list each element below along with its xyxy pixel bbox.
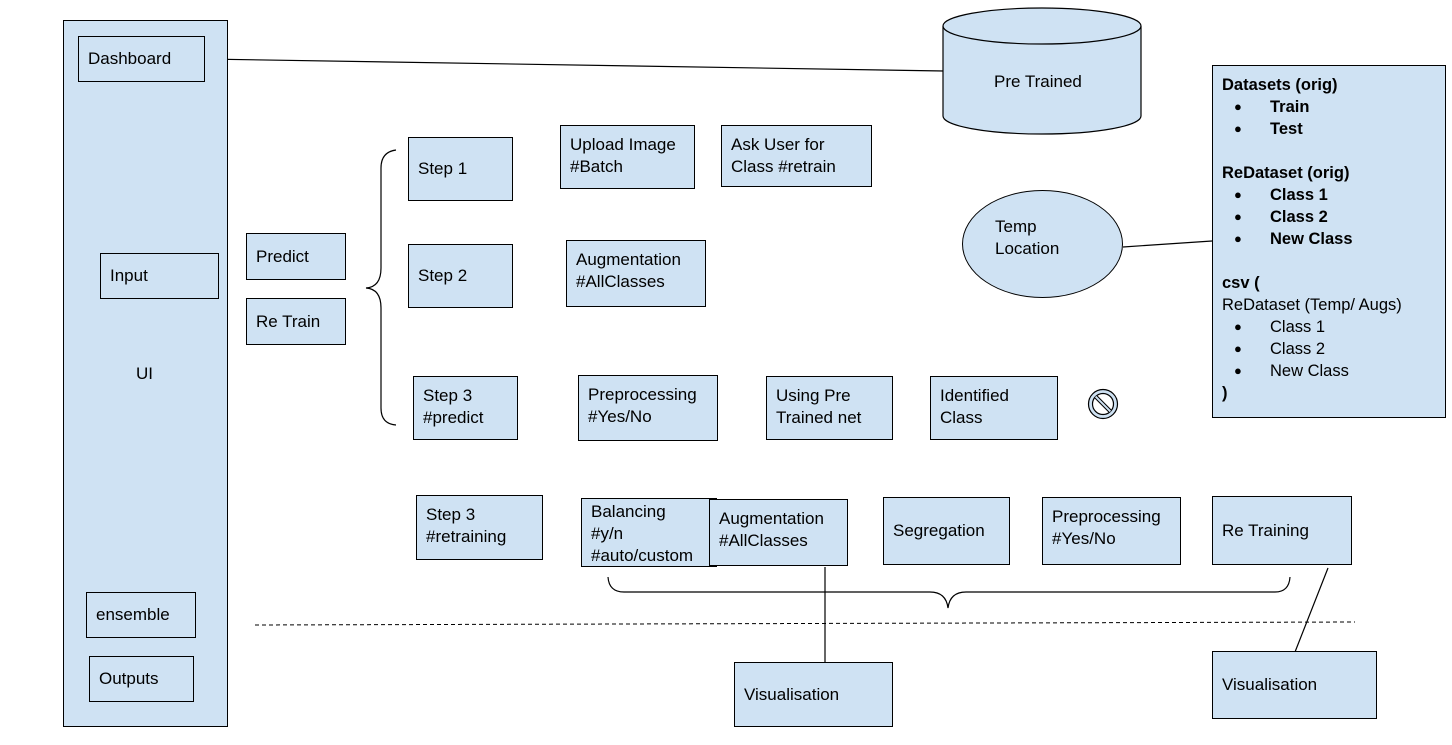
temp-location-line1: Temp (995, 217, 1037, 236)
retrain-preprocessing-box[interactable]: Preprocessing #Yes/No (1042, 497, 1181, 565)
outputs-label: Outputs (99, 669, 159, 688)
predict-label: Predict (256, 246, 309, 266)
csv-open: csv ( (1222, 274, 1260, 292)
datasets-item-test: Test (1222, 118, 1436, 140)
steps-brace (365, 149, 397, 426)
redataset-item-class2: Class 2 (1222, 206, 1436, 228)
balancing-box[interactable]: Balancing #y/n #auto/custom (581, 498, 717, 567)
retrain-preprocessing-line2: #Yes/No (1052, 529, 1116, 548)
retrain-label: Re Train (256, 311, 321, 331)
redataset-title: ReDataset (orig) (1222, 164, 1350, 182)
pretrained-database-cylinder (942, 7, 1142, 135)
csv-list: Class 1 Class 2 New Class (1222, 316, 1436, 382)
step3-predict-line1: Step 3 (423, 386, 473, 405)
upload-image-line2: #Batch (570, 157, 623, 176)
upload-image-line1: Upload Image (570, 135, 676, 154)
segregation-label: Segregation (893, 521, 985, 540)
step2-augmentation-line1: Augmentation (576, 250, 681, 269)
ensemble-box[interactable]: ensemble (86, 592, 196, 638)
input-label: Input (110, 266, 148, 285)
upload-image-box[interactable]: Upload Image #Batch (560, 125, 695, 189)
ask-user-line1: Ask User for (731, 135, 825, 154)
dashboard-label: Dashboard (88, 49, 172, 68)
datasets-panel: Datasets (orig) Train Test ReDataset (or… (1212, 65, 1446, 418)
ask-user-line2: Class #retrain (731, 157, 836, 176)
visualisation-left-box[interactable]: Visualisation (734, 662, 893, 727)
step2-augmentation-box[interactable]: Augmentation #AllClasses (566, 240, 706, 307)
retraining-to-visualisation-line (1294, 567, 1329, 653)
retrain-augmentation-line2: #AllClasses (719, 531, 808, 550)
using-pretrained-line1: Using Pre (776, 386, 851, 405)
dashboard-box[interactable]: Dashboard (78, 36, 205, 82)
visualisation-right-box[interactable]: Visualisation (1212, 651, 1377, 719)
redataset-item-class1: Class 1 (1222, 184, 1436, 206)
csv-subtitle: ReDataset (Temp/ Augs) (1222, 296, 1402, 314)
identified-class-line2: Class (940, 408, 983, 427)
step3-retraining-line2: #retraining (426, 527, 507, 546)
temp-location-line2: Location (995, 239, 1060, 258)
predict-preprocessing-line2: #Yes/No (588, 407, 652, 426)
csv-item-newclass: New Class (1222, 360, 1436, 382)
outputs-box[interactable]: Outputs (89, 656, 194, 702)
balancing-line2: #y/n (591, 524, 624, 543)
visualisation-right-label: Visualisation (1222, 675, 1318, 694)
dashboard-to-pretrained-line (203, 58, 945, 72)
visualisation-left-label: Visualisation (744, 684, 840, 704)
using-pretrained-box[interactable]: Using Pre Trained net (766, 376, 893, 440)
step3-retraining-box[interactable]: Step 3 #retraining (416, 495, 543, 560)
retrain-augmentation-box[interactable]: Augmentation #AllClasses (709, 499, 848, 566)
step3-predict-box[interactable]: Step 3 #predict (413, 376, 518, 440)
retraining-label: Re Training (1222, 520, 1309, 540)
retraining-box[interactable]: Re Training (1212, 496, 1352, 565)
redataset-list: Class 1 Class 2 New Class (1222, 184, 1436, 250)
identified-class-line1: Identified (940, 386, 1009, 405)
csv-item-class2: Class 2 (1222, 338, 1436, 360)
step3-predict-line2: #predict (423, 408, 484, 427)
datasets-item-train: Train (1222, 96, 1436, 118)
predict-preprocessing-box[interactable]: Preprocessing #Yes/No (578, 375, 718, 441)
step2-augmentation-line2: #AllClasses (576, 272, 665, 291)
csv-close: ) (1222, 384, 1228, 402)
identified-class-box[interactable]: Identified Class (930, 376, 1058, 440)
temp-to-datasets-line (1122, 240, 1213, 248)
input-box[interactable]: Input (100, 253, 219, 299)
retrain-augmentation-line1: Augmentation (719, 509, 824, 528)
redataset-item-newclass: New Class (1222, 228, 1436, 250)
step1-box[interactable]: Step 1 (408, 137, 513, 201)
step3-retraining-line1: Step 3 (426, 505, 476, 524)
ui-label: UI (136, 364, 153, 383)
step1-label: Step 1 (418, 159, 468, 178)
step2-box[interactable]: Step 2 (408, 244, 513, 308)
csv-item-class1: Class 1 (1222, 316, 1436, 338)
datasets-list: Train Test (1222, 96, 1436, 140)
predict-preprocessing-line1: Preprocessing (588, 385, 697, 404)
temp-location-ellipse (962, 190, 1123, 298)
retrain-box[interactable]: Re Train (246, 298, 346, 345)
retraining-pipeline-brace (607, 576, 1291, 609)
temp-location-label: Temp Location (995, 216, 1059, 260)
prohibited-icon (1087, 388, 1119, 420)
step2-label: Step 2 (418, 266, 468, 285)
segregation-box[interactable]: Segregation (883, 497, 1010, 565)
predict-box[interactable]: Predict (246, 233, 346, 280)
balancing-line1: Balancing (591, 502, 666, 521)
ask-user-box[interactable]: Ask User for Class #retrain (721, 125, 872, 187)
datasets-title: Datasets (orig) (1222, 76, 1338, 94)
balancing-line3: #auto/custom (591, 546, 694, 565)
using-pretrained-line2: Trained net (776, 408, 862, 427)
retrain-preprocessing-line1: Preprocessing (1052, 507, 1161, 526)
pretrained-label: Pre Trained (994, 72, 1082, 91)
ensemble-label: ensemble (96, 605, 170, 624)
dashed-separator (254, 621, 1356, 626)
